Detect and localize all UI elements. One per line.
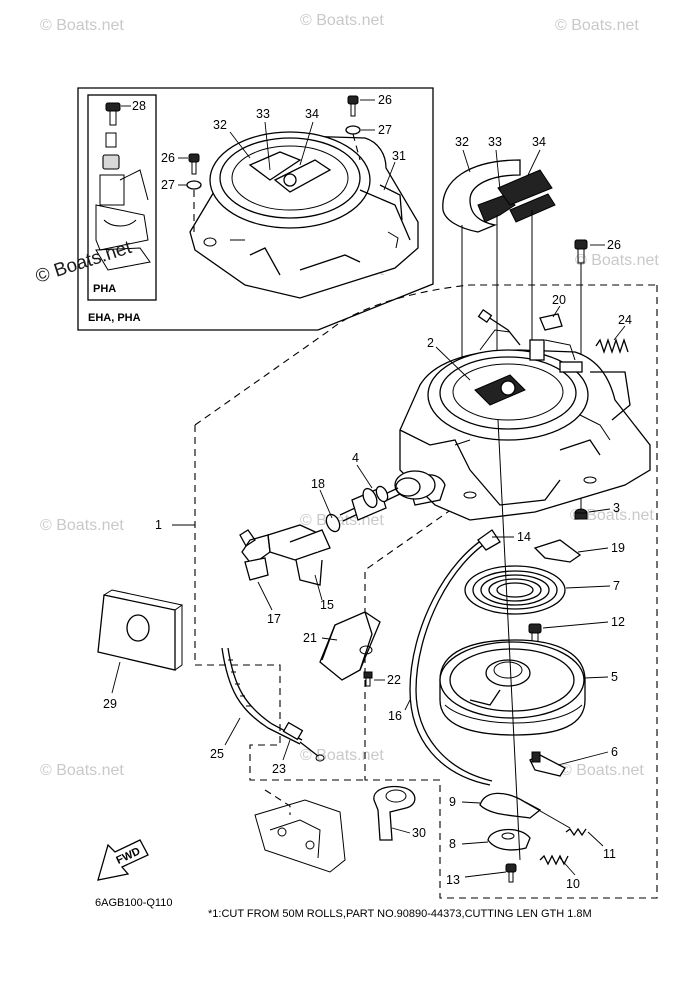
fwd-arrow-icon: FWD <box>97 839 149 881</box>
callout-10: 10 <box>566 877 580 891</box>
footnote: *1:CUT FROM 50M ROLLS,PART NO.90890-4437… <box>208 908 592 920</box>
clip-17 <box>239 529 269 581</box>
callout-20: 20 <box>552 293 566 307</box>
pulley-5 <box>439 639 586 736</box>
pawl-19 <box>533 539 582 563</box>
hose-30 <box>373 785 416 841</box>
callout-8: 8 <box>449 837 456 851</box>
callout-31: 31 <box>392 149 406 163</box>
cover-plate-29 <box>97 589 184 671</box>
callout-5: 5 <box>611 670 618 684</box>
screw-13-icon <box>505 863 517 883</box>
callout-23: 23 <box>272 762 286 776</box>
variant-label: PHA <box>93 283 116 295</box>
diagram-code: 6AGB100-Q110 <box>95 897 172 909</box>
callout-12: 12 <box>611 615 625 629</box>
callout-26: 26 <box>607 238 621 252</box>
cable-assembly <box>325 470 501 786</box>
inset-starter-housing <box>189 131 419 299</box>
callout-33: 33 <box>256 107 270 121</box>
mounting-bracket <box>254 789 346 873</box>
watermark: © Boats.net <box>300 12 384 29</box>
callout-17: 17 <box>267 612 281 626</box>
spiral-spring-7 <box>464 565 566 615</box>
inset-panel: 28 © Boats.net PHA EHA, PHA <box>33 87 434 331</box>
callout-13: 13 <box>446 873 460 887</box>
callout-19: 19 <box>611 541 625 555</box>
bolt-28-icon <box>105 102 121 126</box>
starter-housing <box>399 329 651 521</box>
washer-27-icon <box>345 125 361 135</box>
cable-25 <box>221 647 325 762</box>
callout-22: 22 <box>387 673 401 687</box>
bolt-26-icon <box>347 95 359 117</box>
bolt-26-icon <box>188 153 200 175</box>
callout-1: 1 <box>155 518 162 532</box>
callout-21: 21 <box>303 631 317 645</box>
callout-7: 7 <box>613 579 620 593</box>
callout-25: 25 <box>210 747 224 761</box>
bracket-21 <box>319 611 381 681</box>
screw-22-icon <box>363 671 373 687</box>
watermark: © Boats.net <box>555 17 639 34</box>
callout-16: 16 <box>388 709 402 723</box>
plate-8 <box>487 828 531 851</box>
decal-34 <box>509 193 556 223</box>
watermark: © Boats.net <box>300 747 384 764</box>
washer-27-icon <box>186 180 202 190</box>
callout-30: 30 <box>412 826 426 840</box>
callout-33: 33 <box>488 135 502 149</box>
callout-18: 18 <box>311 477 325 491</box>
callout-6: 6 <box>611 745 618 759</box>
pawl-6 <box>529 751 566 777</box>
bushing-3-icon <box>574 508 588 520</box>
callout-2: 2 <box>427 336 434 350</box>
callout-9: 9 <box>449 795 456 809</box>
callout-34: 34 <box>305 107 319 121</box>
decal-set: 32 33 34 <box>442 135 556 420</box>
callout-24: 24 <box>618 313 632 327</box>
callout-15: 15 <box>320 598 334 612</box>
watermark: © Boats.net <box>40 762 124 779</box>
callout-32: 32 <box>455 135 469 149</box>
decal-34 <box>497 169 553 206</box>
spring-24-icon <box>595 337 629 355</box>
callout-32: 32 <box>213 118 227 132</box>
callout-26: 26 <box>378 93 392 107</box>
watermark: © Boats.net <box>560 762 644 779</box>
callout-3: 3 <box>613 501 620 515</box>
watermark: © Boats.net <box>40 517 124 534</box>
callout-28: 28 <box>132 99 146 113</box>
spring-11-icon <box>565 827 587 837</box>
callout-11: 11 <box>603 847 616 861</box>
spring-10-icon <box>539 854 569 866</box>
callout-26: 26 <box>161 151 175 165</box>
bracket-20 <box>539 313 563 331</box>
callout-27: 27 <box>161 178 175 192</box>
decal-32 <box>442 159 521 233</box>
watermark: © Boats.net <box>575 252 659 269</box>
watermark: © Boats.net <box>40 17 124 34</box>
decal-33 <box>477 194 516 223</box>
pha-mechanism-sketch <box>95 132 151 271</box>
assembly-outline <box>194 284 658 899</box>
callout-4: 4 <box>352 451 359 465</box>
callout-27: 27 <box>378 123 392 137</box>
callout-14: 14 <box>517 530 531 544</box>
models-label: EHA, PHA <box>88 312 141 324</box>
drive-plate-9 <box>479 792 542 819</box>
callout-34: 34 <box>532 135 546 149</box>
watermark-inset: © Boats.net <box>33 237 135 288</box>
callout-29: 29 <box>103 697 117 711</box>
lever-15 <box>241 524 331 586</box>
